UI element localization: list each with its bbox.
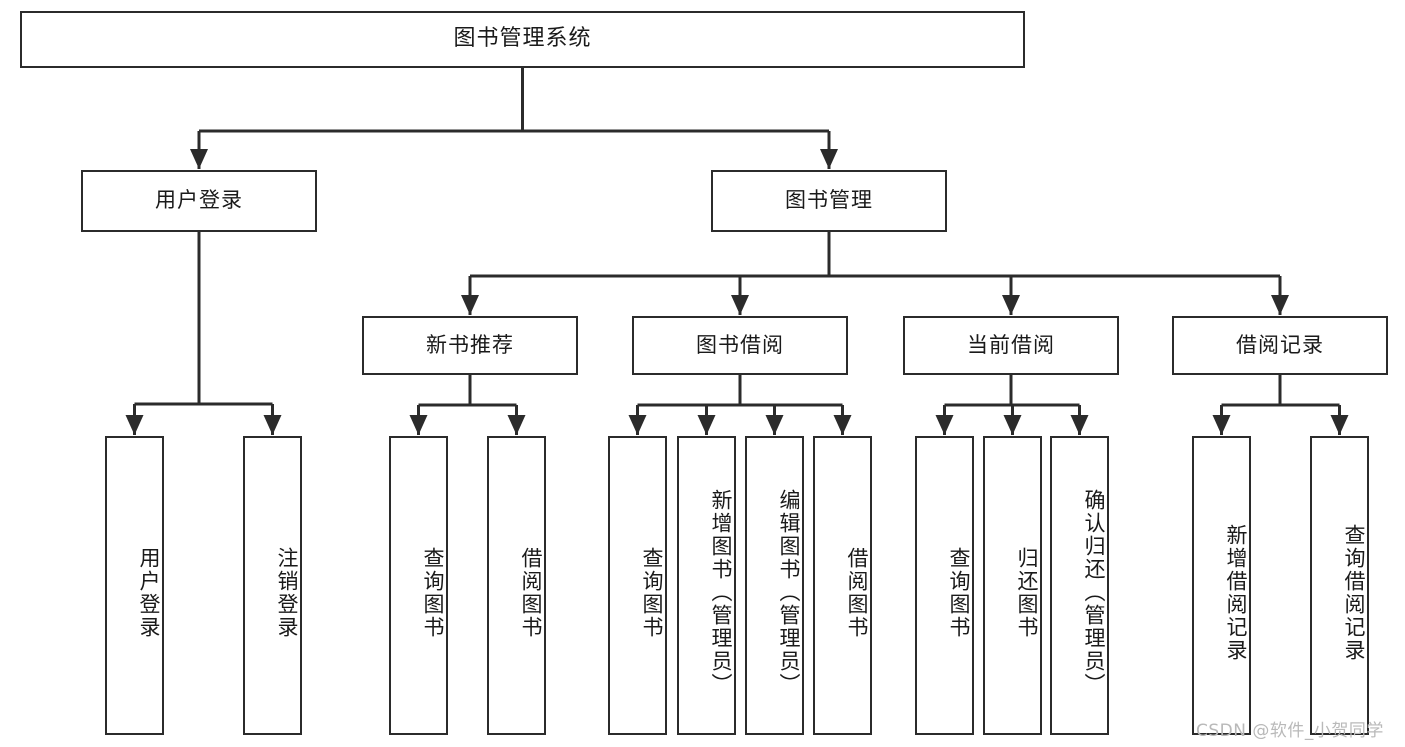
- node-leaf-query-book-current[interactable]: 查询图书: [915, 436, 974, 735]
- node-new-book-rec[interactable]: 新书推荐: [362, 316, 578, 375]
- arrow-head-user-login: [190, 149, 208, 169]
- arrow-head-leaf-edit-book: [765, 415, 784, 435]
- node-book-borrow[interactable]: 图书借阅: [632, 316, 848, 375]
- arrow-head-leaf-logout: [263, 415, 282, 435]
- node-label: 用户登录: [137, 546, 161, 639]
- node-leaf-return-book[interactable]: 归还图书: [983, 436, 1042, 735]
- arrow-head-current-borrow: [1002, 295, 1020, 315]
- node-label: 新书推荐: [426, 332, 514, 357]
- node-label: 查询图书: [640, 546, 664, 639]
- node-leaf-logout[interactable]: 注销登录: [243, 436, 302, 735]
- node-leaf-add-record[interactable]: 新增借阅记录: [1192, 436, 1251, 735]
- node-leaf-edit-book[interactable]: 编辑图书（管理员）: [745, 436, 804, 735]
- arrow-head-leaf-query-book-current: [935, 415, 954, 435]
- arrow-head-borrow-record: [1271, 295, 1289, 315]
- node-leaf-confirm-return[interactable]: 确认归还（管理员）: [1050, 436, 1109, 735]
- node-label: 借阅记录: [1236, 332, 1324, 357]
- node-label: 新增图书（管理员）: [709, 489, 733, 696]
- arrow-head-new-book-rec: [461, 295, 479, 315]
- arrow-head-leaf-add-book: [697, 415, 716, 435]
- arrow-head-leaf-query-record: [1330, 415, 1349, 435]
- arrow-head-leaf-borrow-book: [833, 415, 852, 435]
- node-leaf-add-book[interactable]: 新增图书（管理员）: [677, 436, 736, 735]
- node-label: 借阅图书: [845, 546, 869, 639]
- node-borrow-record[interactable]: 借阅记录: [1172, 316, 1388, 375]
- node-label: 当前借阅: [967, 332, 1055, 357]
- node-label: 新增借阅记录: [1224, 523, 1248, 662]
- node-label: 注销登录: [275, 546, 299, 639]
- arrow-head-leaf-return-book: [1003, 415, 1022, 435]
- node-leaf-borrow-book[interactable]: 借阅图书: [813, 436, 872, 735]
- node-label: 确认归还（管理员）: [1082, 489, 1106, 696]
- arrow-head-book-borrow: [731, 295, 749, 315]
- node-leaf-user-login[interactable]: 用户登录: [105, 436, 164, 735]
- node-label: 查询借阅记录: [1342, 523, 1366, 662]
- arrow-head-book-manage: [820, 149, 838, 169]
- arrow-head-leaf-query-book-rec: [409, 415, 428, 435]
- node-user-login[interactable]: 用户登录: [81, 170, 317, 232]
- node-label: 归还图书: [1015, 546, 1039, 639]
- node-label: 图书管理系统: [453, 26, 592, 52]
- node-label: 查询图书: [421, 546, 445, 639]
- node-current-borrow[interactable]: 当前借阅: [903, 316, 1119, 375]
- node-label: 图书管理: [785, 188, 873, 213]
- arrow-head-leaf-user-login: [125, 415, 144, 435]
- node-label: 查询图书: [947, 546, 971, 639]
- node-label: 编辑图书（管理员）: [777, 489, 801, 696]
- node-leaf-query-book-borrow[interactable]: 查询图书: [608, 436, 667, 735]
- arrow-head-leaf-query-book-borrow: [628, 415, 647, 435]
- node-leaf-query-book-rec[interactable]: 查询图书: [389, 436, 448, 735]
- node-label: 借阅图书: [519, 546, 543, 639]
- node-leaf-borrow-book-rec[interactable]: 借阅图书: [487, 436, 546, 735]
- node-label: 图书借阅: [696, 332, 784, 357]
- arrow-head-leaf-add-record: [1212, 415, 1231, 435]
- arrow-head-leaf-borrow-book-rec: [507, 415, 526, 435]
- node-book-manage[interactable]: 图书管理: [711, 170, 947, 232]
- node-root[interactable]: 图书管理系统: [20, 11, 1025, 68]
- arrow-head-leaf-confirm-return: [1070, 415, 1089, 435]
- node-label: 用户登录: [155, 188, 243, 213]
- node-leaf-query-record[interactable]: 查询借阅记录: [1310, 436, 1369, 735]
- watermark-text: CSDN @软件_小贺同学: [1196, 721, 1384, 741]
